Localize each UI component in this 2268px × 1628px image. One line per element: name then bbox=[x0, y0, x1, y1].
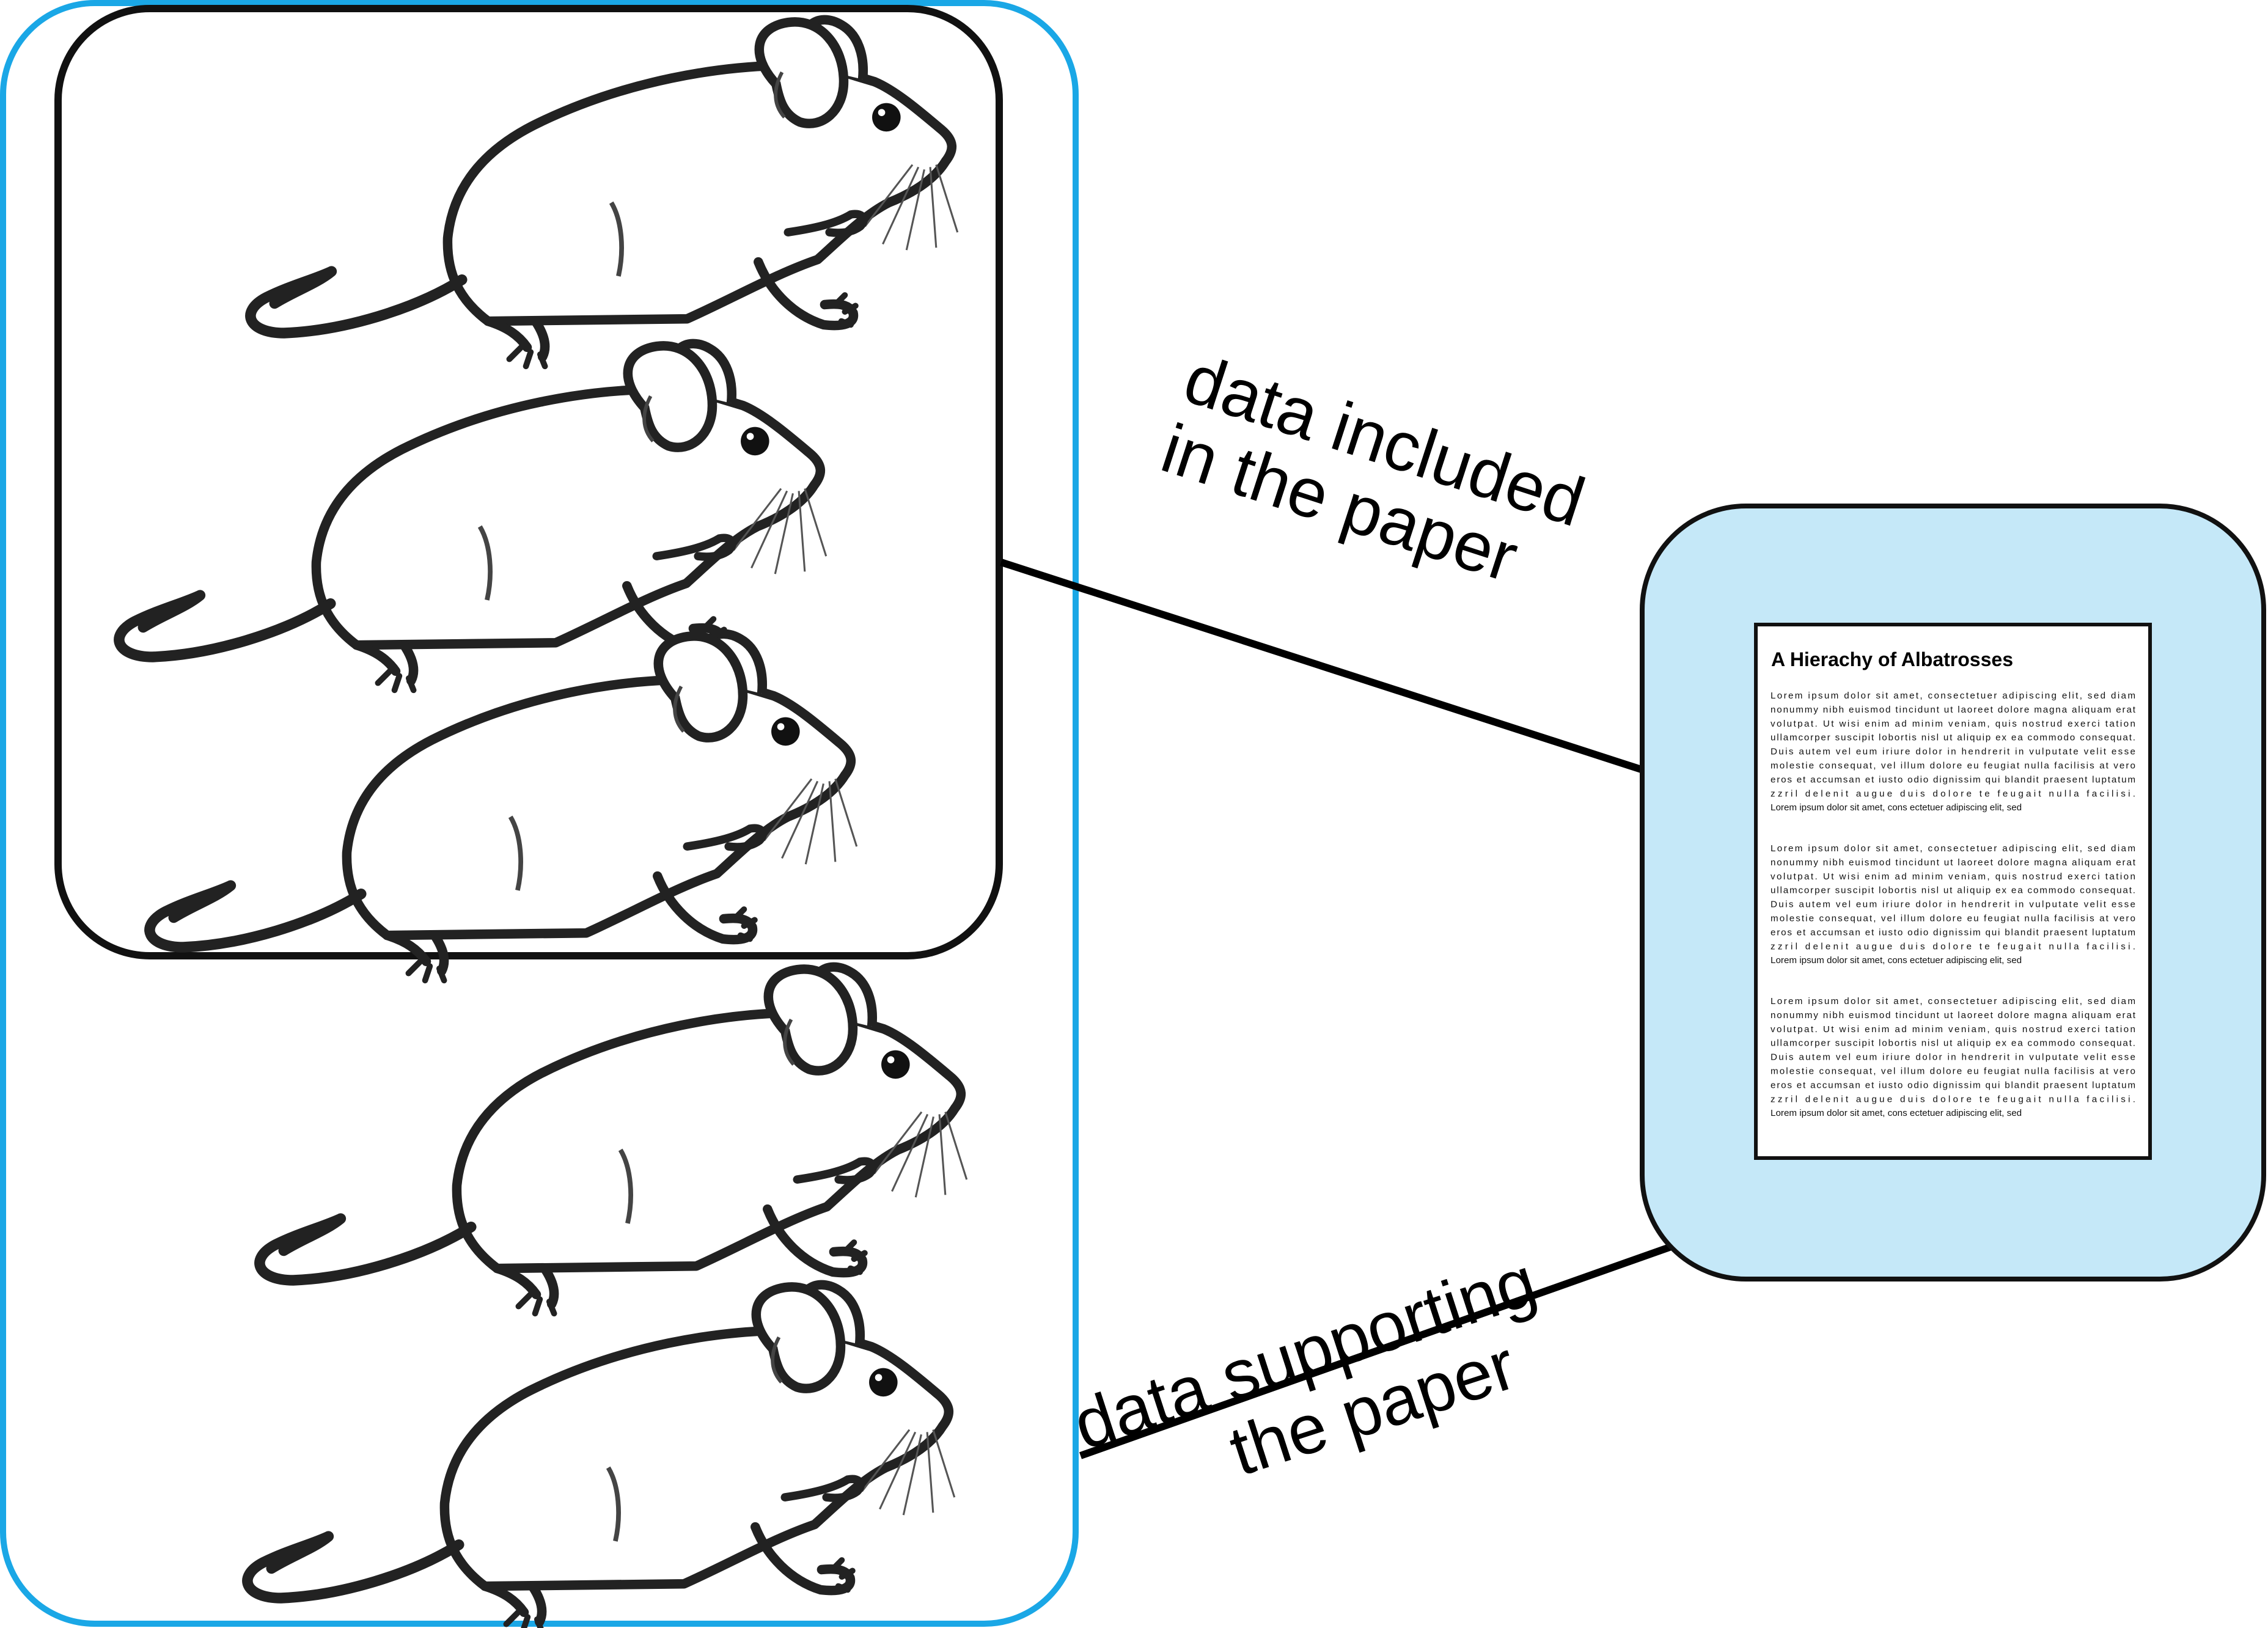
paper-body-line: Lorem ipsum dolor sit amet, cons ectetue… bbox=[1771, 802, 2022, 813]
paper-body-line: volutpat. Ut wisi enim ad minim veniam, … bbox=[1771, 871, 2135, 882]
paper-body: Lorem ipsum dolor sit amet, consectetuer… bbox=[1771, 691, 2136, 1118]
mouse-icon bbox=[251, 20, 958, 366]
paper-body-line: Lorem ipsum dolor sit amet, cons ectetue… bbox=[1771, 955, 2022, 966]
paper-body-line: ullamcorper suscipit lobortis nisl ut al… bbox=[1771, 733, 2135, 743]
paper-title: A Hierachy of Albatrosses bbox=[1771, 648, 2013, 670]
paper-body-line: ullamcorper suscipit lobortis nisl ut al… bbox=[1771, 886, 2135, 896]
paper-body-line: Duis autem vel eum iriure dolor in hendr… bbox=[1771, 900, 2135, 910]
paper-body-line: Duis autem vel eum iriure dolor in hendr… bbox=[1771, 1052, 2135, 1063]
supporting-connector-line bbox=[1079, 1209, 1768, 1459]
paper-body-line: ullamcorper suscipit lobortis nisl ut al… bbox=[1771, 1038, 2135, 1049]
mouse-icon bbox=[260, 967, 967, 1313]
paper-body-line: eros et accumsan et iusto odio dignissim… bbox=[1771, 927, 2135, 937]
document-icon: A Hierachy of Albatrosses Lorem ipsum do… bbox=[1754, 623, 2152, 1160]
paper-body-line: eros et accumsan et iusto odio dignissim… bbox=[1771, 774, 2135, 785]
paper-body-line: molestie consequat, vel illum dolore eu … bbox=[1771, 761, 2135, 771]
mouse-icon bbox=[248, 1285, 955, 1628]
paper-body-line: Lorem ipsum dolor sit amet, cons ectetue… bbox=[1771, 1108, 2022, 1118]
paper-body-line: molestie consequat, vel illum dolore eu … bbox=[1771, 1066, 2135, 1077]
paper-body-line: Lorem ipsum dolor sit amet, consectetuer… bbox=[1771, 691, 2135, 701]
paper-body-line: eros et accumsan et iusto odio dignissim… bbox=[1771, 1080, 2135, 1090]
paper-body-line: Lorem ipsum dolor sit amet, consectetuer… bbox=[1771, 843, 2135, 854]
paper-body-line: molestie consequat, vel illum dolore eu … bbox=[1771, 914, 2135, 924]
paper-body-line: Lorem ipsum dolor sit amet, consectetuer… bbox=[1771, 996, 2135, 1007]
paper-body-line: volutpat. Ut wisi enim ad minim veniam, … bbox=[1771, 1024, 2135, 1035]
included-connector-line bbox=[1000, 559, 1761, 812]
paper-body-line: Duis autem vel eum iriure dolor in hendr… bbox=[1771, 747, 2135, 757]
paper-body-line: volutpat. Ut wisi enim ad minim veniam, … bbox=[1771, 719, 2135, 729]
paper-page bbox=[1754, 623, 2152, 1160]
mouse-icon bbox=[150, 634, 857, 980]
included-data-box bbox=[54, 5, 1003, 959]
